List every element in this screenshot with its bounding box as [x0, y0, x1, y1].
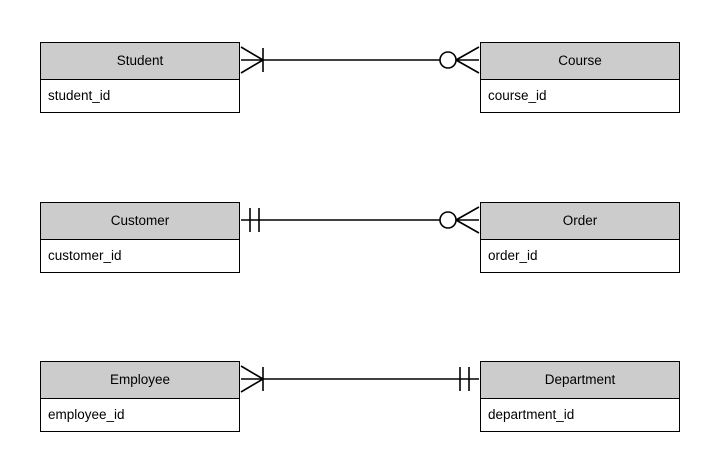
crowsfoot-one-or-many-left [240, 365, 264, 393]
entity-name: Employee [41, 362, 239, 399]
entity-name: Course [481, 43, 679, 80]
entity-course[interactable]: Course course_id [480, 42, 680, 113]
entity-attribute: student_id [41, 80, 239, 112]
entity-attribute: employee_id [41, 399, 239, 431]
relationship-student-course [240, 46, 480, 74]
entity-attribute: customer_id [41, 240, 239, 272]
entity-order[interactable]: Order order_id [480, 202, 680, 273]
optionality-circle [439, 51, 457, 69]
entity-attribute: department_id [481, 399, 679, 431]
optionality-circle [439, 211, 457, 229]
relationship-customer-order [241, 206, 480, 234]
crowsfoot-zero-or-many-right [439, 206, 480, 234]
entity-employee[interactable]: Employee employee_id [40, 361, 240, 432]
entity-attribute: course_id [481, 80, 679, 112]
entity-name: Customer [41, 203, 239, 240]
entity-customer[interactable]: Customer customer_id [40, 202, 240, 273]
relationship-employee-department [240, 365, 479, 393]
cardinality-exactly-one-left [249, 208, 260, 232]
entity-name: Order [481, 203, 679, 240]
entity-attribute: order_id [481, 240, 679, 272]
cardinality-exactly-one-right [459, 367, 470, 391]
entity-name: Department [481, 362, 679, 399]
entity-department[interactable]: Department department_id [480, 361, 680, 432]
entity-student[interactable]: Student student_id [40, 42, 240, 113]
crowsfoot-one-or-many-left [240, 46, 264, 74]
entity-name: Student [41, 43, 239, 80]
crowsfoot-zero-or-many-right [439, 46, 480, 74]
